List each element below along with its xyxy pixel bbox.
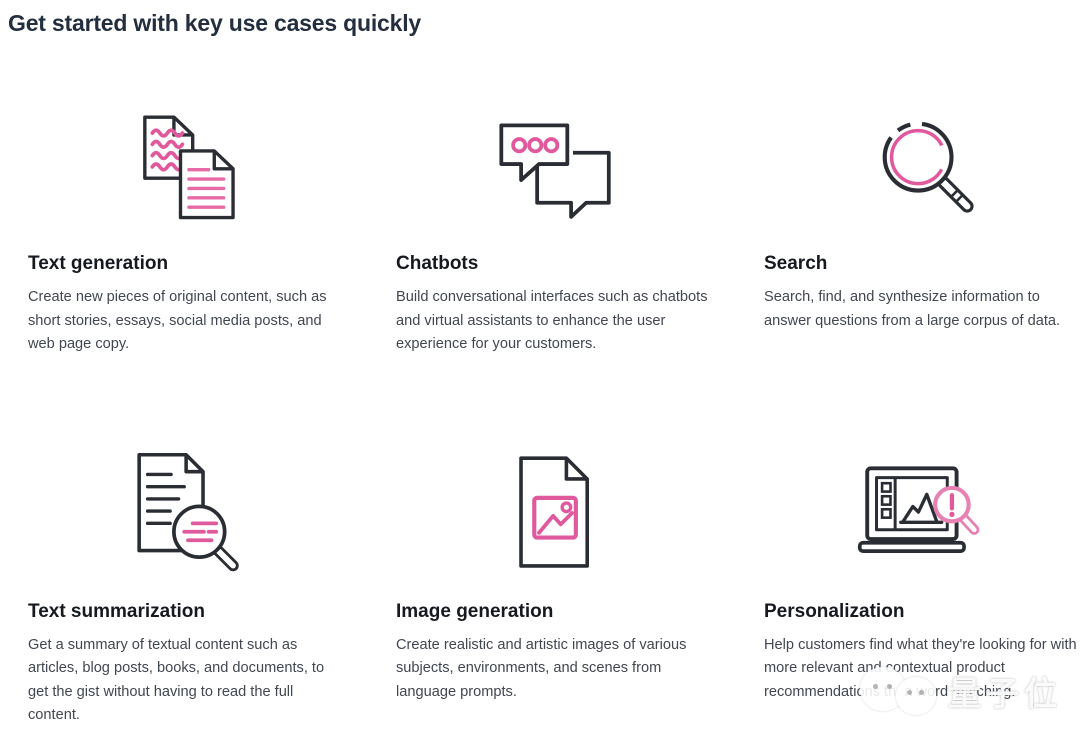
use-case-grid: Text generation Create new pieces of ori…: [28, 97, 1080, 728]
card-description: Create new pieces of original content, s…: [28, 289, 327, 352]
laptop-chart-alert-icon: [764, 445, 1080, 581]
card-description: Search, find, and synthesize information…: [764, 289, 1061, 329]
card-description: Build conversational interfaces such as …: [396, 289, 708, 352]
card-chatbots: Chatbots Build conversational interfaces…: [396, 97, 716, 357]
card-text-summarization: Text summarization Get a summary of text…: [28, 445, 348, 728]
card-title: Image generation: [396, 600, 554, 622]
magnifier-icon: [764, 97, 1080, 233]
chat-bubbles-icon: [396, 97, 716, 233]
card-title: Text summarization: [28, 600, 206, 622]
card-description: Help customers find what they're looking…: [764, 636, 1077, 700]
card-text-generation: Text generation Create new pieces of ori…: [28, 97, 348, 357]
card-description: Create realistic and artistic images of …: [396, 636, 687, 700]
document-image-icon: [396, 445, 716, 581]
card-personalization: Personalization Help customers find what…: [764, 445, 1080, 728]
card-title: Search: [764, 253, 828, 274]
card-description: Get a summary of textual content such as…: [28, 636, 325, 724]
page-title: Get started with key use cases quickly: [8, 10, 421, 36]
card-search: Search Search, find, and synthesize info…: [764, 97, 1080, 357]
documents-icon: [28, 97, 348, 233]
card-title: Personalization: [764, 600, 905, 622]
card-title: Text generation: [28, 253, 169, 274]
card-image-generation: Image generation Create realistic and ar…: [396, 445, 716, 728]
document-magnifier-icon: [28, 445, 348, 581]
card-title: Chatbots: [396, 253, 479, 274]
